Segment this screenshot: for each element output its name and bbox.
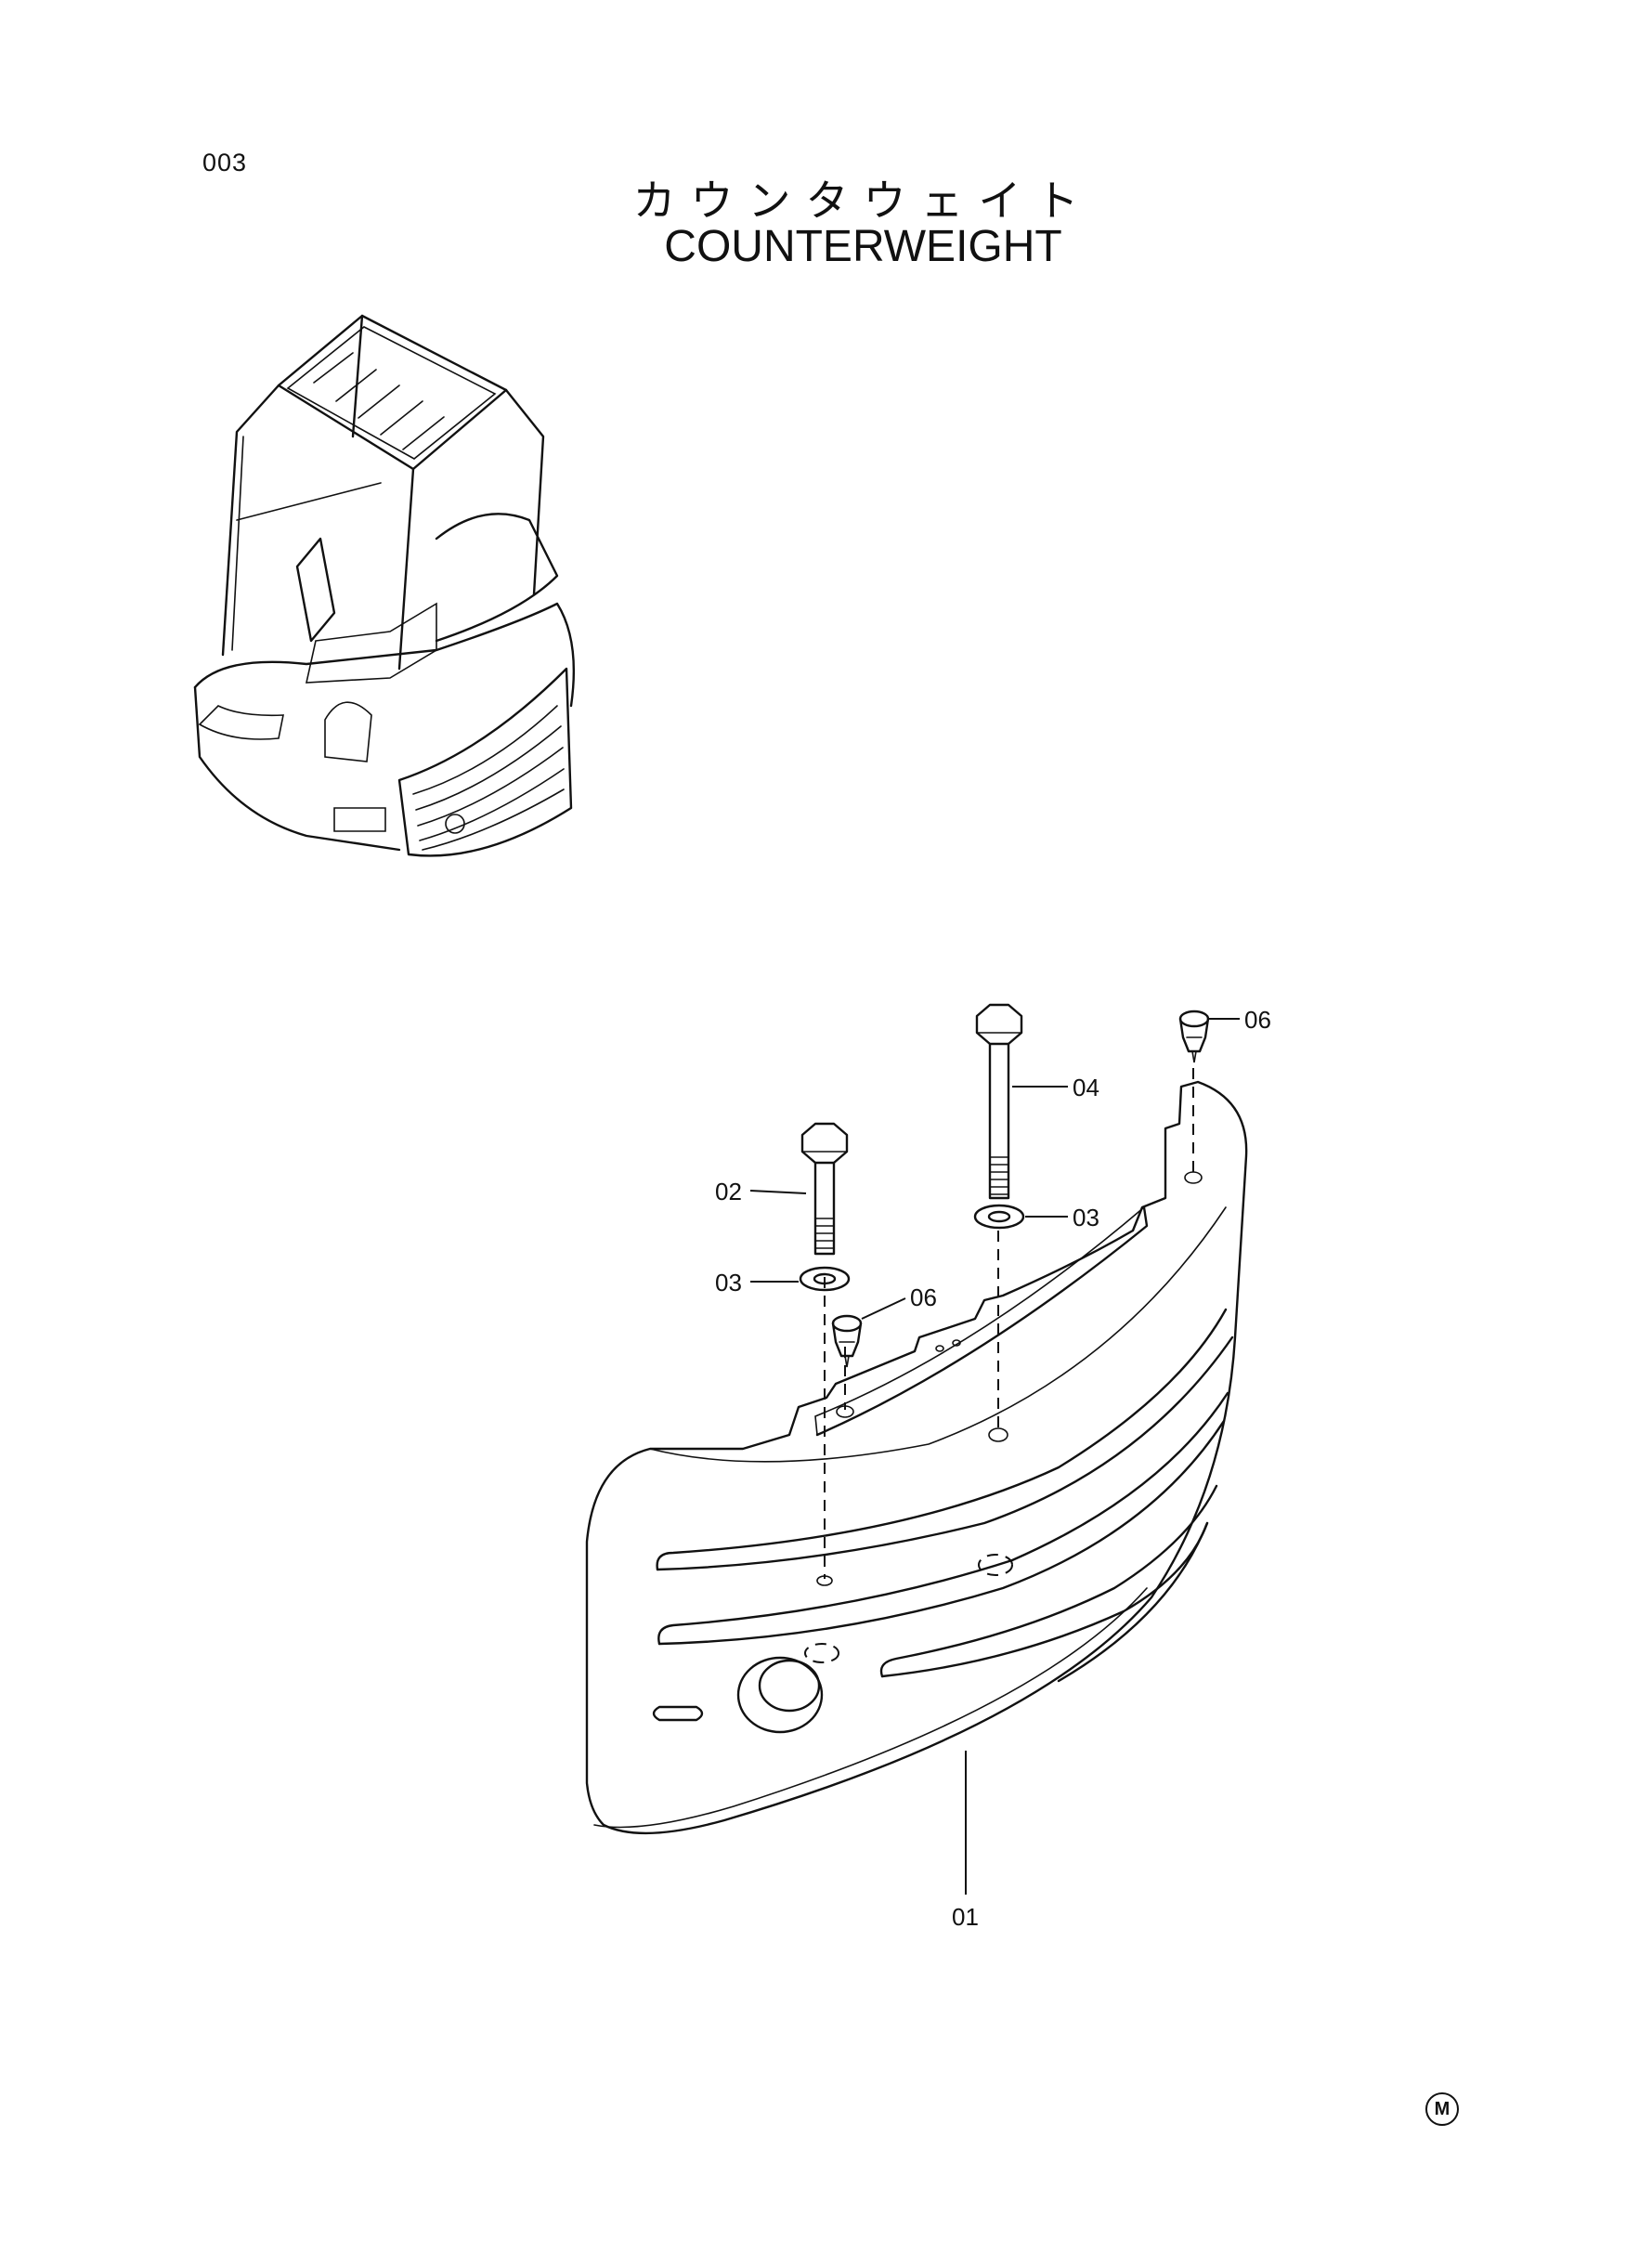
callout-06-right: 06 (1244, 1006, 1271, 1034)
page-number: 003 (202, 149, 248, 176)
washer-right (973, 1204, 1025, 1230)
callout-03-left: 03 (715, 1269, 742, 1296)
title-japanese: カウンタウェイト (632, 176, 1094, 226)
leader-lines (749, 1018, 1240, 1895)
callout-04: 04 (1073, 1074, 1099, 1101)
excavator-overview-illustration (193, 314, 576, 857)
callout-01: 01 (952, 1903, 979, 1931)
manufacturer-mark: M (1425, 2092, 1459, 2126)
title-english: COUNTERWEIGHT (664, 222, 1062, 271)
callout-03-right: 03 (1073, 1204, 1099, 1231)
bolt-long (975, 1003, 1023, 1200)
clip-right (1178, 1010, 1210, 1063)
callout-02: 02 (715, 1178, 742, 1205)
clip-center (831, 1314, 863, 1368)
callout-06-center: 06 (910, 1283, 937, 1311)
bolt-short (800, 1122, 849, 1256)
washer-left (799, 1266, 851, 1292)
counterweight-body (585, 1080, 1248, 1835)
